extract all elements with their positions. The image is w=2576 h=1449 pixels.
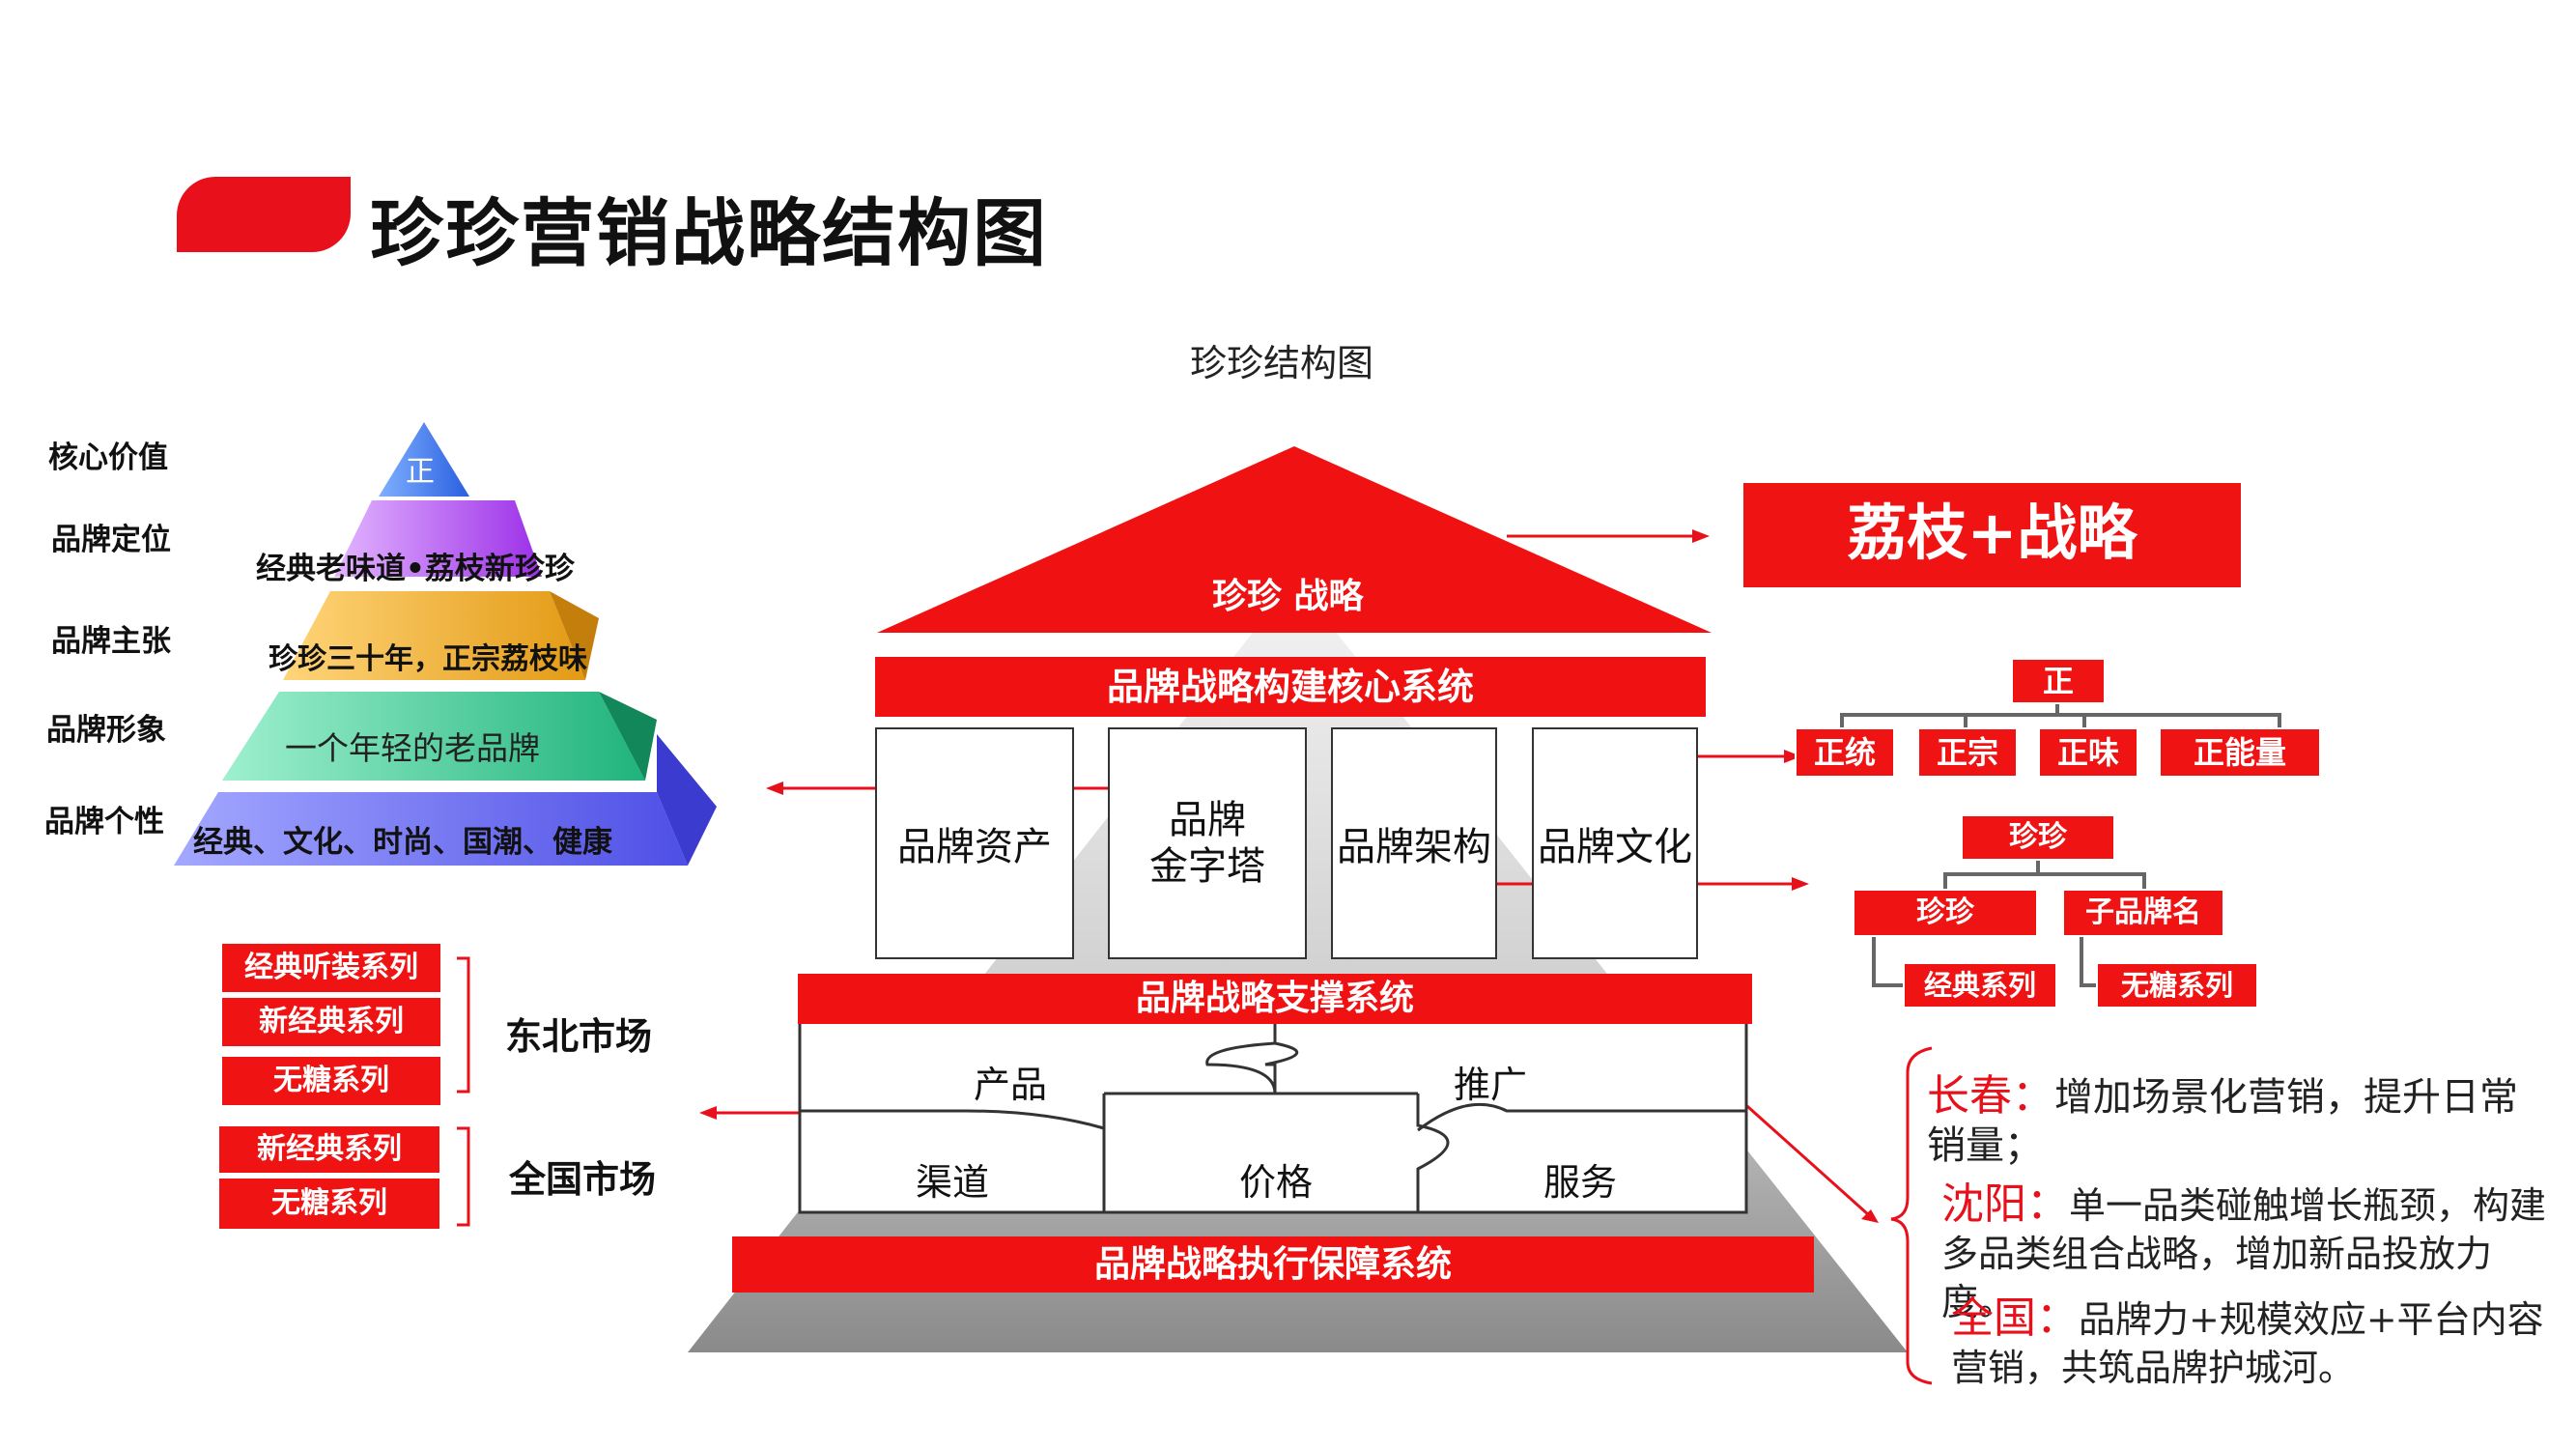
page-title: 珍珍营销战略结构图 [370, 190, 1048, 276]
pyramid-text-core: 正 [406, 455, 435, 489]
puzzle-product: 产品 [974, 1064, 1048, 1106]
city-name: 全国： [1951, 1293, 2079, 1343]
pyramid-layer-4-side [599, 692, 657, 781]
tree2-mid-1: 珍珍 [1853, 889, 2038, 937]
city-changchun: 长春：增加场景化营销，提升日常销量； [1927, 1072, 2545, 1170]
northeast-item-2: 新经典系列 [220, 996, 442, 1048]
tree1-child-1: 正统 [1795, 727, 1895, 778]
pyramid-layer-2 [334, 500, 542, 577]
support-system-bar: 品牌战略支撑系统 [798, 974, 1752, 1024]
pyramid-label-personality: 品牌个性 [44, 805, 164, 839]
pyramid-label-proposition: 品牌主张 [51, 624, 171, 659]
northeast-item-3: 无糖系列 [220, 1055, 442, 1107]
pyramid-layer-4 [222, 692, 645, 781]
core-system-bar: 品牌战略构建核心系统 [875, 657, 1706, 717]
tree1-child-2: 正宗 [1917, 727, 2018, 778]
pillar-brand-culture: 品牌文化 [1532, 727, 1698, 959]
city-text: 品牌力+规模效应+平台内容营销，共筑品牌护城河。 [1951, 1298, 2544, 1389]
city-national: 全国：品牌力+规模效应+平台内容营销，共筑品牌护城河。 [1951, 1294, 2560, 1392]
pyramid-layer-5-side [657, 734, 717, 866]
city-name: 沈阳： [1941, 1179, 2069, 1229]
tree2-root: 珍珍 [1961, 814, 2115, 861]
northeast-market-label: 东北市场 [505, 1015, 653, 1058]
tree2-leaf-2: 无糖系列 [2096, 962, 2258, 1009]
national-item-1: 新经典系列 [217, 1124, 441, 1175]
house-roof [877, 446, 1712, 633]
northeast-item-1: 经典听装系列 [220, 942, 442, 994]
pyramid-text-personality: 经典、文化、时尚、国潮、健康 [193, 825, 612, 860]
pyramid-text-proposition: 珍珍三十年，正宗荔枝味 [269, 642, 587, 676]
puzzle-price: 价格 [1239, 1161, 1314, 1204]
pyramid-label-positioning: 品牌定位 [51, 523, 171, 557]
pillar-brand-architecture: 品牌架构 [1331, 727, 1497, 959]
execution-system-bar: 品牌战略执行保障系统 [732, 1236, 1814, 1293]
tree2-leaf-1: 经典系列 [1903, 962, 2057, 1009]
strategy-main-box: 荔枝+战略 [1743, 483, 2241, 587]
city-shenyang: 沈阳：单一品类碰触增长瓶颈，构建多品类组合战略，增加新品投放力度。 [1941, 1180, 2564, 1326]
title-accent-bar [177, 177, 351, 252]
pillar-brand-pyramid: 品牌 金字塔 [1108, 727, 1307, 959]
puzzle-promotion: 推广 [1454, 1064, 1528, 1106]
pyramid-layer-5 [174, 792, 688, 866]
pyramid-label-core-value: 核心价值 [48, 440, 168, 475]
diagram-subtitle: 珍珍结构图 [1190, 342, 1374, 384]
city-text: 单一品类碰触增长瓶颈，构建多品类组合战略，增加新品投放力度。 [1941, 1184, 2547, 1323]
pyramid-layer-3 [283, 591, 585, 680]
pyramid-text-image: 一个年轻的老品牌 [285, 729, 540, 767]
pyramid-layer-1 [379, 422, 469, 497]
tree1-child-3: 正味 [2038, 727, 2138, 778]
national-item-2: 无糖系列 [217, 1177, 441, 1231]
puzzle-service: 服务 [1543, 1161, 1618, 1204]
pyramid-text-positioning: 经典老味道•荔枝新珍珍 [256, 552, 575, 586]
roof-label: 珍珍 战略 [1212, 577, 1364, 616]
pyramid-label-image: 品牌形象 [46, 713, 166, 748]
pyramid-layer-3-side [550, 591, 599, 680]
tree1-child-4: 正能量 [2159, 727, 2321, 778]
pillar-brand-assets: 品牌资产 [875, 727, 1074, 959]
puzzle-channel: 渠道 [916, 1161, 990, 1204]
national-market-label: 全国市场 [509, 1158, 657, 1201]
tree2-mid-2: 子品牌名 [2062, 889, 2224, 937]
city-text: 增加场景化营销，提升日常销量； [1927, 1075, 2518, 1168]
tree1-root: 正 [2011, 658, 2106, 704]
city-name: 长春： [1927, 1071, 2054, 1121]
